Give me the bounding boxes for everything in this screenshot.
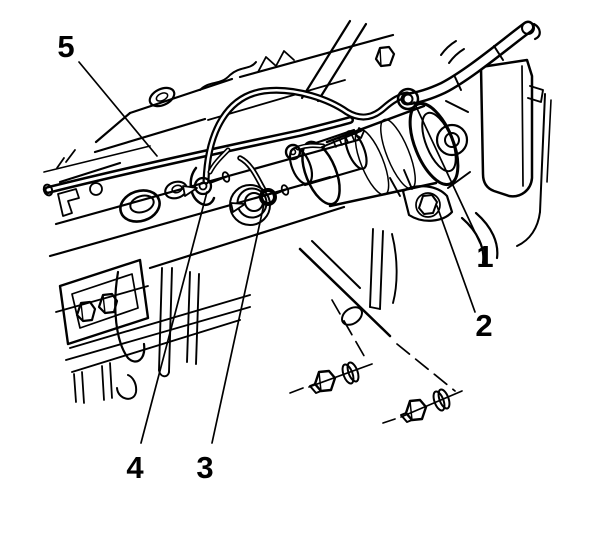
fastener-right — [382, 343, 463, 424]
callout-label-2: 2 — [475, 308, 492, 343]
callout-label-5: 5 — [57, 29, 74, 64]
alignment-dash-left — [331, 299, 368, 362]
washer-right — [432, 388, 451, 412]
battery-cable — [396, 20, 541, 111]
starter-motor — [288, 100, 471, 222]
solenoid-s-terminal — [284, 127, 365, 161]
head-bolt — [374, 45, 396, 68]
stud-axis-arrow — [230, 202, 246, 213]
signal-wires — [202, 86, 411, 193]
center-line-left — [289, 387, 304, 394]
flange-bolt-right — [97, 292, 119, 315]
engine-block — [43, 33, 395, 404]
callout-label-4: 4 — [126, 450, 144, 485]
fastener-left — [289, 299, 373, 394]
leader-line-4 — [140, 191, 208, 444]
valve-cover — [56, 19, 396, 169]
center-line-right — [382, 418, 396, 424]
leader-line-1 — [413, 101, 481, 244]
leader-line-5 — [78, 61, 158, 157]
terminal-stud-4 — [182, 166, 231, 207]
stud-axis-arrow — [182, 185, 198, 197]
callout-label-3: 3 — [196, 450, 213, 485]
callout-labels: 5 1 2 4 3 — [57, 29, 493, 485]
engine-strut — [300, 19, 368, 103]
alignment-dash-right — [396, 343, 456, 392]
flange-bolt-left — [75, 300, 97, 323]
mounting-nut-right — [400, 398, 428, 423]
mounting-nut-left — [309, 369, 337, 394]
block-grommet — [119, 189, 161, 223]
terminal-stud-3 — [229, 184, 290, 226]
leader-line-3 — [211, 203, 265, 444]
mounting-bracket — [389, 169, 454, 222]
cable-ring-terminal — [396, 87, 420, 111]
starter-drive-housing — [408, 100, 471, 189]
callout-label-1: 1 — [476, 239, 493, 274]
leader-line-2 — [436, 205, 476, 313]
bellhousing-edge — [298, 240, 392, 338]
leader-lines — [78, 61, 481, 444]
cable-end-tip — [521, 21, 535, 35]
washer-left — [341, 361, 360, 385]
wiring-harness — [42, 116, 354, 197]
